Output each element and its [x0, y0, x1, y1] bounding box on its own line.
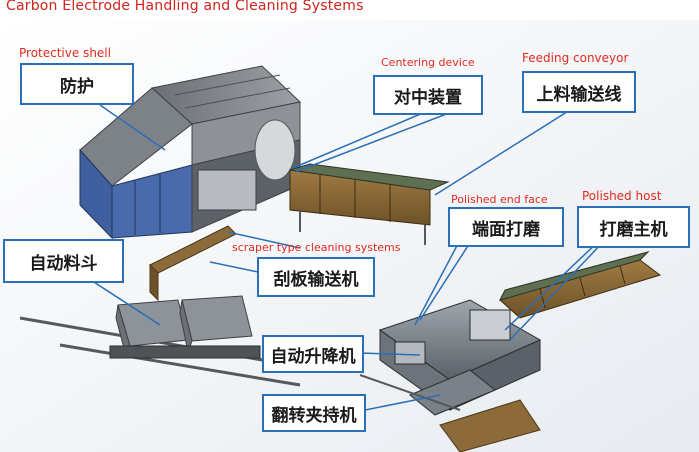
protective-shell-label-en: Protective shell	[19, 46, 111, 60]
feeding-conveyor-machine	[289, 163, 450, 245]
flip-clamp-label-cn: 翻转夹持机	[262, 394, 366, 432]
scraper-conveyor-label-cn: 刮板输送机	[257, 257, 375, 297]
feeding-conveyor-label-en: Feeding conveyor	[522, 51, 629, 65]
protective-shell-machine	[79, 65, 302, 240]
polishing-conveyor-machine	[498, 251, 662, 319]
centering-device-label-cn: 对中装置	[373, 75, 483, 115]
scraper-cleaning-label-en: scraper type cleaning systems	[232, 241, 401, 254]
feeding-conveyor-label-cn: 上料输送线	[522, 71, 636, 113]
scraper-conveyor-machine	[149, 225, 237, 302]
polished-host-label-en: Polished host	[582, 189, 662, 203]
polished-end-face-label-cn: 端面打磨	[448, 207, 564, 247]
polished-end-face-label-en: Polished end face	[451, 193, 548, 206]
auto-hopper-label-cn: 自动料斗	[3, 239, 124, 283]
leader-lines	[59, 104, 606, 411]
auto-hopper-machine	[19, 295, 321, 387]
polished-host-label-cn: 打磨主机	[577, 206, 690, 248]
protective-shell-label-cn: 防护	[20, 63, 134, 105]
diagram-title: Carbon Electrode Handling and Cleaning S…	[6, 0, 364, 14]
auto-lift-label-cn: 自动升降机	[262, 335, 364, 373]
centering-device-label-en: Centering device	[381, 56, 475, 69]
